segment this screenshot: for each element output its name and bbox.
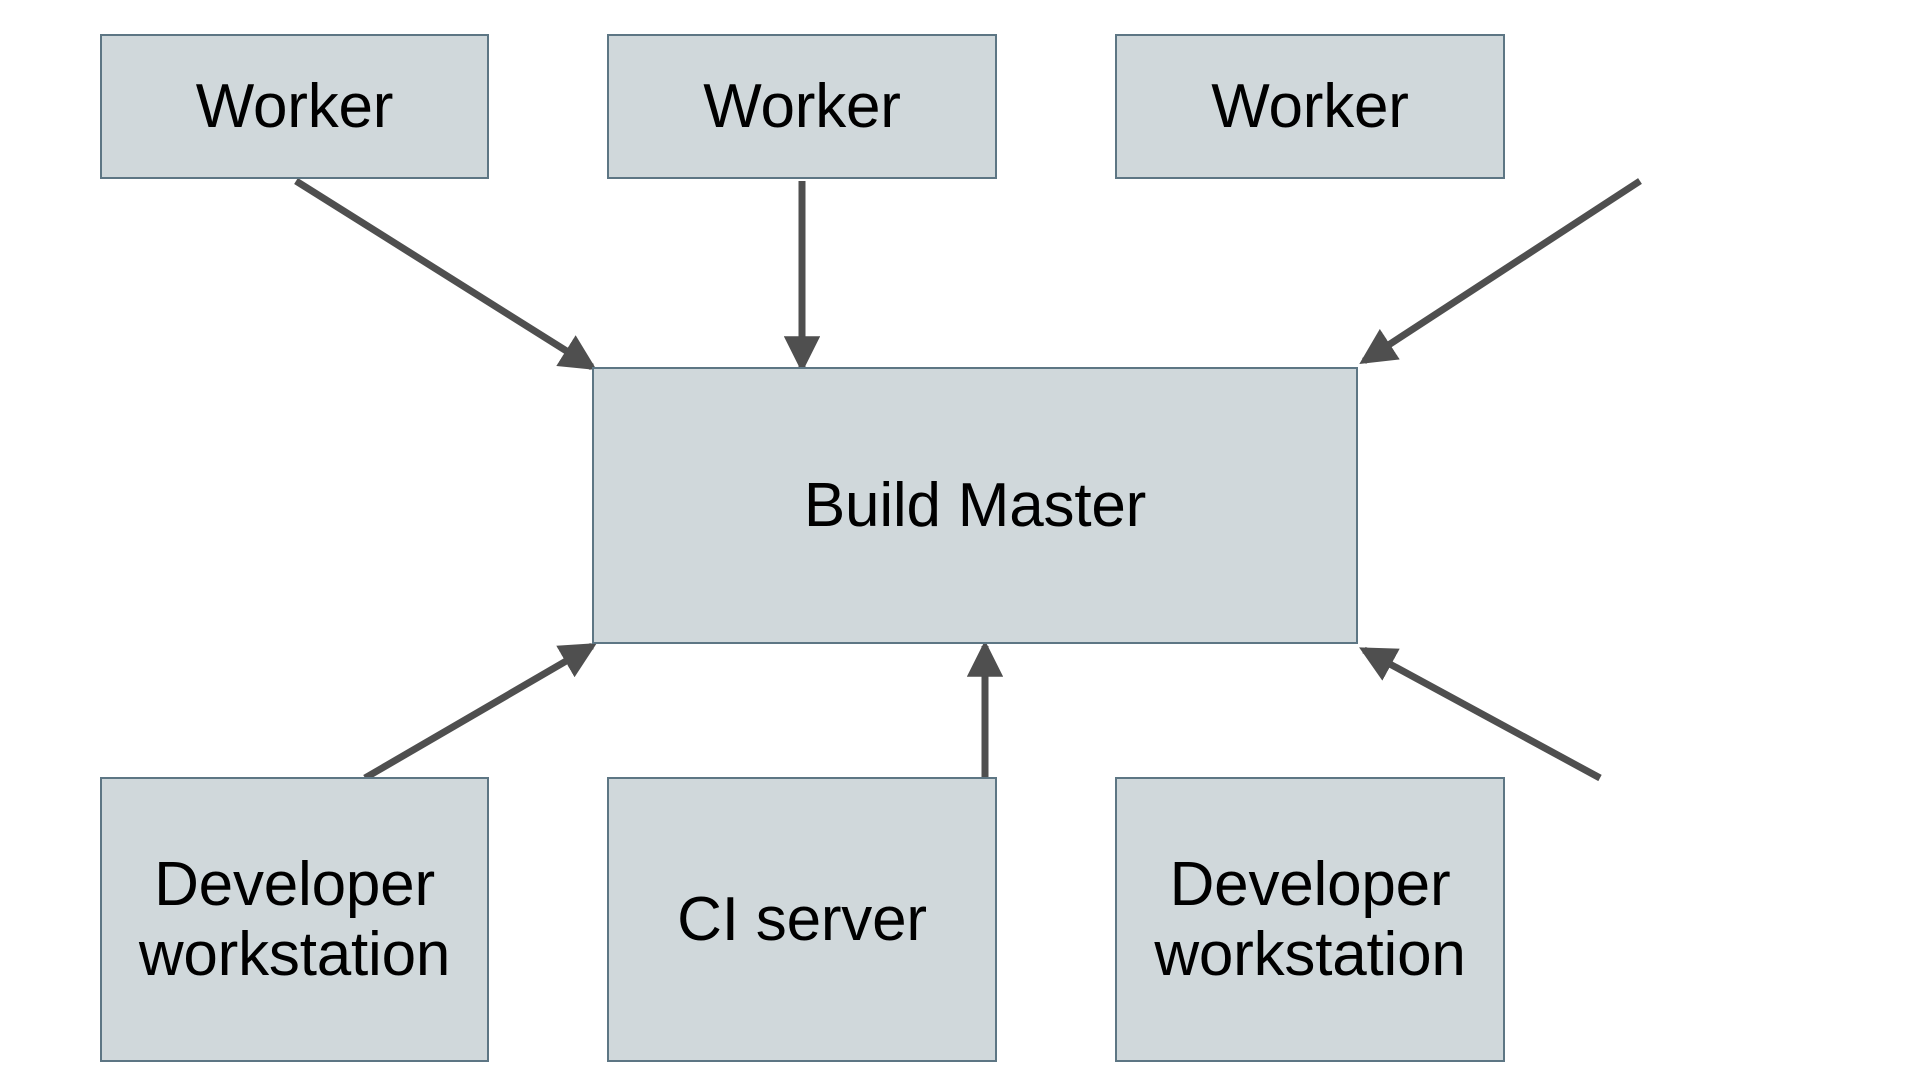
node-developer-workstation-1-label: Developer workstation xyxy=(138,850,451,989)
node-developer-workstation-2-label: Developer workstation xyxy=(1154,850,1466,989)
node-ci-server[interactable]: CI server xyxy=(607,777,997,1062)
edge-dev-workstation-2-to-build-master xyxy=(1359,646,1602,782)
node-worker-2[interactable]: Worker xyxy=(607,34,997,179)
node-worker-1[interactable]: Worker xyxy=(100,34,489,179)
node-ci-server-label: CI server xyxy=(677,884,927,954)
node-build-master[interactable]: Build Master xyxy=(592,367,1358,644)
node-worker-2-label: Worker xyxy=(703,71,901,141)
node-worker-1-label: Worker xyxy=(195,71,394,141)
edge-dev-workstation-1-to-build-master xyxy=(363,642,597,782)
node-developer-workstation-1[interactable]: Developer workstation xyxy=(100,777,489,1062)
node-build-master-label: Build Master xyxy=(803,470,1147,540)
node-worker-3[interactable]: Worker xyxy=(1115,34,1505,179)
edge-worker-1-to-build-master xyxy=(294,178,597,370)
node-worker-3-label: Worker xyxy=(1211,71,1409,141)
node-developer-workstation-2[interactable]: Developer workstation xyxy=(1115,777,1505,1062)
edge-worker-3-to-build-master xyxy=(1359,178,1642,365)
